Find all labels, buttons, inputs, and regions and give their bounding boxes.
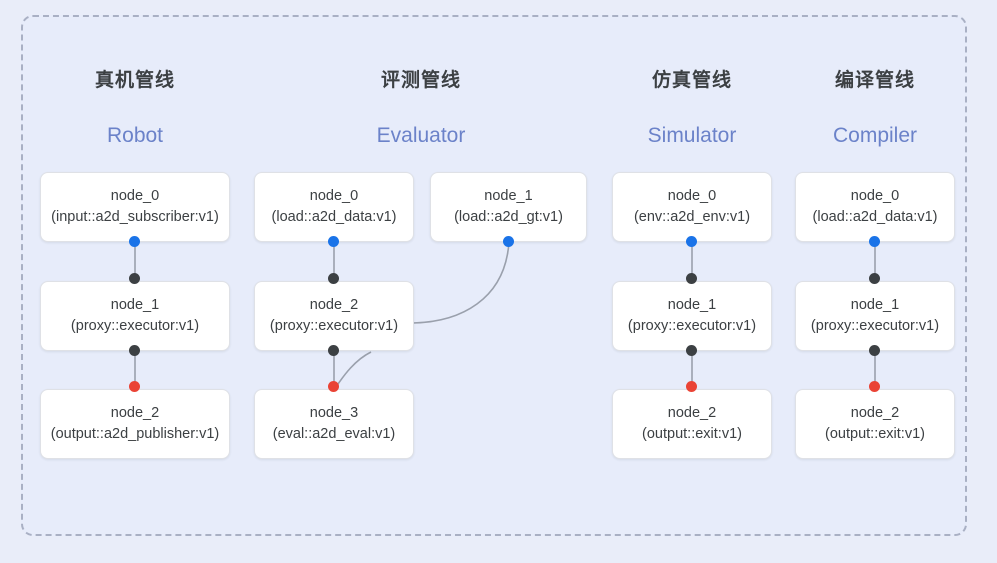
node-label-type: (output::exit:v1)	[825, 426, 925, 442]
column-title-en-robot: Robot	[106, 124, 164, 147]
port-out-robot-node_0[interactable]	[129, 236, 140, 247]
node-compiler-node_1[interactable]: node_1 (proxy::executor:v1)	[795, 281, 955, 351]
node-label-name: node_0	[850, 187, 900, 204]
node-label-type: (output::exit:v1)	[642, 426, 742, 442]
node-compiler-node_2[interactable]: node_2 (output::exit:v1)	[795, 389, 955, 459]
node-label-type: (load::a2d_gt:v1)	[454, 209, 563, 225]
node-label-name: node_2	[667, 404, 717, 421]
node-simulator-node_1[interactable]: node_1 (proxy::executor:v1)	[612, 281, 772, 351]
node-label-type: (eval::a2d_eval:v1)	[272, 426, 396, 442]
node-label-name: node_2	[850, 404, 900, 421]
node-label-name: node_1	[484, 187, 533, 204]
node-evaluator-node_0[interactable]: node_0 (load::a2d_data:v1)	[254, 172, 414, 242]
port-in-robot-node_2[interactable]	[129, 381, 140, 392]
node-evaluator-node_3[interactable]: node_3 (eval::a2d_eval:v1)	[254, 389, 414, 459]
column-title-en-compiler: Compiler	[832, 124, 918, 147]
port-in-robot-node_1[interactable]	[129, 273, 140, 284]
column-title-en-simulator: Simulator	[647, 124, 737, 147]
port-out-evaluator-node_1[interactable]	[503, 236, 514, 247]
port-in-simulator-node_2[interactable]	[686, 381, 697, 392]
node-label-name: node_0	[667, 187, 717, 204]
port-out-simulator-node_1[interactable]	[686, 345, 697, 356]
node-evaluator-node_1[interactable]: node_1 (load::a2d_gt:v1)	[430, 172, 587, 242]
column-title-cn-simulator: 仿真管线	[651, 70, 732, 91]
node-label-type: (load::a2d_data:v1)	[271, 209, 397, 225]
node-label-type: (proxy::executor:v1)	[70, 318, 200, 334]
node-robot-node_0[interactable]: node_0 (input::a2d_subscriber:v1)	[40, 172, 230, 242]
node-label-name: node_0	[309, 187, 359, 204]
port-out-simulator-node_0[interactable]	[686, 236, 697, 247]
port-out-evaluator-node_0[interactable]	[328, 236, 339, 247]
port-in-simulator-node_1[interactable]	[686, 273, 697, 284]
node-robot-node_2[interactable]: node_2 (output::a2d_publisher:v1)	[40, 389, 230, 459]
node-label-name: node_1	[850, 296, 900, 313]
node-simulator-node_2[interactable]: node_2 (output::exit:v1)	[612, 389, 772, 459]
node-simulator-node_0[interactable]: node_0 (env::a2d_env:v1)	[612, 172, 772, 242]
node-label-name: node_3	[309, 404, 359, 421]
node-label-name: node_1	[110, 296, 160, 313]
node-label-name: node_1	[667, 296, 717, 313]
port-in-compiler-node_2[interactable]	[869, 381, 880, 392]
node-label-type: (proxy::executor:v1)	[269, 318, 399, 334]
column-title-cn-compiler: 编译管线	[834, 70, 915, 91]
port-out-robot-node_1[interactable]	[129, 345, 140, 356]
port-in-evaluator-node_3[interactable]	[328, 381, 339, 392]
column-title-cn-evaluator: 评测管线	[380, 70, 461, 91]
node-robot-node_1[interactable]: node_1 (proxy::executor:v1)	[40, 281, 230, 351]
port-in-evaluator-node_2[interactable]	[328, 273, 339, 284]
port-out-evaluator-node_2[interactable]	[328, 345, 339, 356]
port-out-compiler-node_1[interactable]	[869, 345, 880, 356]
node-label-type: (proxy::executor:v1)	[627, 318, 757, 334]
node-label-name: node_2	[110, 404, 160, 421]
node-label-name: node_2	[309, 296, 359, 313]
node-label-type: (output::a2d_publisher:v1)	[50, 426, 220, 442]
node-label-type: (input::a2d_subscriber:v1)	[51, 209, 219, 225]
node-evaluator-node_2[interactable]: node_2 (proxy::executor:v1)	[254, 281, 414, 351]
node-label-type: (proxy::executor:v1)	[810, 318, 940, 334]
port-out-compiler-node_0[interactable]	[869, 236, 880, 247]
column-title-en-evaluator: Evaluator	[376, 124, 466, 147]
port-in-compiler-node_1[interactable]	[869, 273, 880, 284]
column-title-cn-robot: 真机管线	[94, 70, 175, 91]
node-label-type: (env::a2d_env:v1)	[633, 209, 751, 225]
node-compiler-node_0[interactable]: node_0 (load::a2d_data:v1)	[795, 172, 955, 242]
node-label-name: node_0	[110, 187, 160, 204]
node-label-type: (load::a2d_data:v1)	[812, 209, 938, 225]
